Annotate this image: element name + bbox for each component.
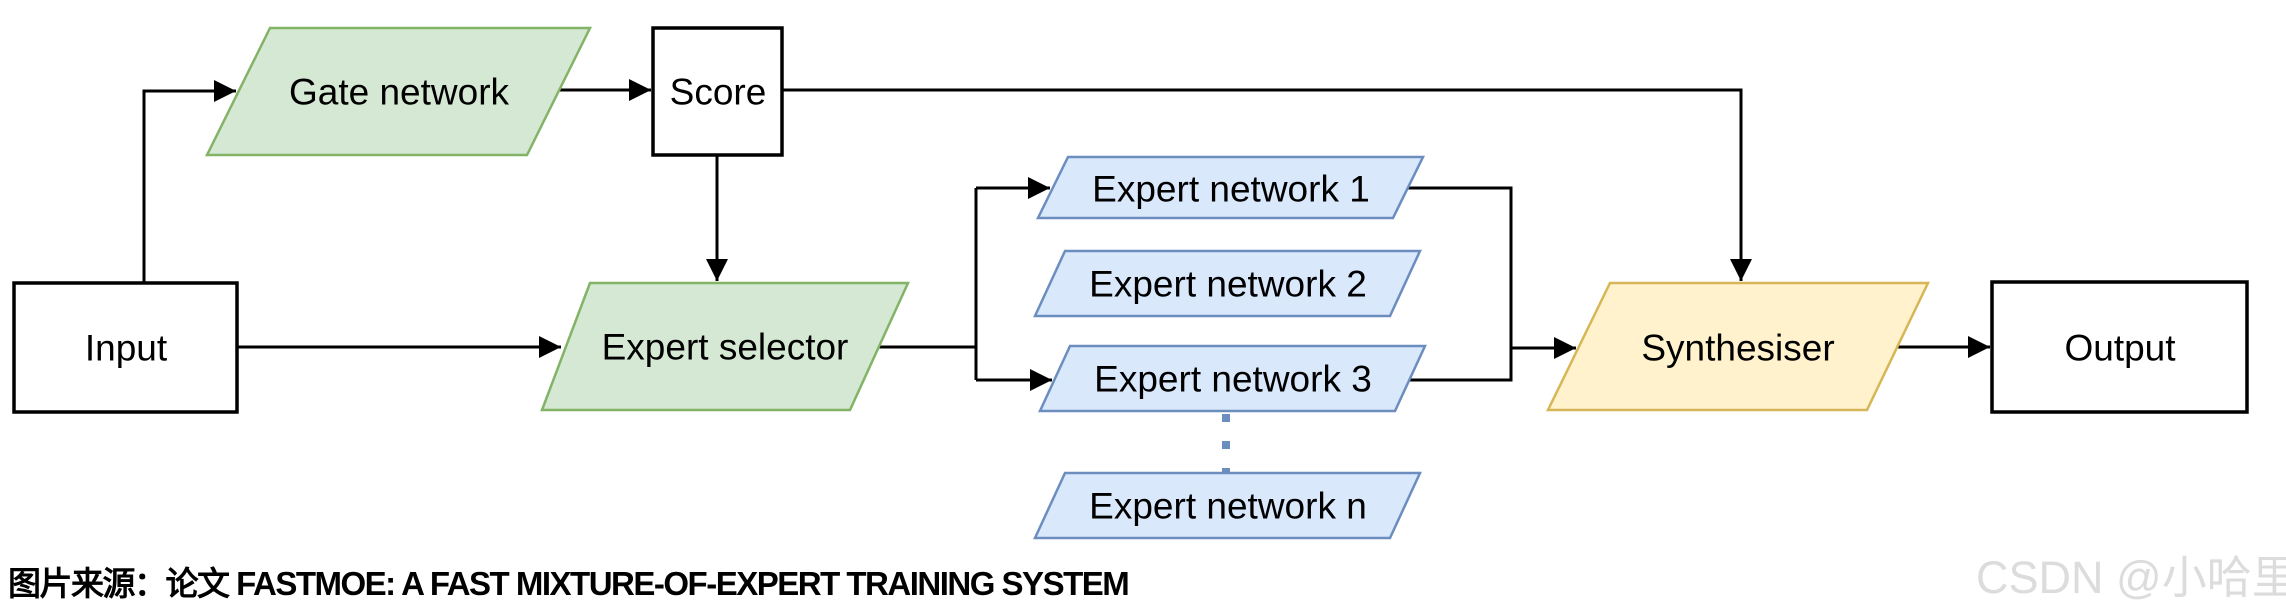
- input-label: Input: [84, 327, 168, 369]
- csdn-watermark: CSDN @小哈里: [1976, 552, 2286, 603]
- gate-network-shape: [204, 26, 593, 157]
- expert-network-3-shape: [1038, 344, 1427, 413]
- expert-network-2-label: Expert network 2: [1089, 263, 1367, 305]
- expert-selector-shape: [540, 281, 910, 412]
- edge-input-to-gate-network: [142, 80, 236, 283]
- expert-network-3-label: Expert network 3: [1094, 358, 1372, 400]
- output-label: Output: [2064, 327, 2176, 369]
- score-label: Score: [669, 71, 767, 113]
- expert-network-n-shape: [1033, 471, 1422, 540]
- output-shape: [1990, 280, 2249, 414]
- synthesiser-label: Synthesiser: [1641, 327, 1835, 369]
- expert-network-2-shape: [1033, 249, 1422, 318]
- expert-network-1-label: Expert network 1: [1092, 168, 1370, 210]
- score-shape: [651, 26, 784, 157]
- edge-experts-merge: [1408, 186, 1513, 382]
- image-source-caption: 图片来源：论文 FASTMOE: A FAST MIXTURE-OF-EXPER…: [8, 565, 1130, 602]
- synthesiser-shape: [1545, 281, 1930, 412]
- gate-network-label: Gate network: [288, 71, 510, 113]
- expert-network-n-label: Expert network n: [1089, 485, 1367, 527]
- edge-score-to-synthesiser: [782, 88, 1752, 281]
- input-shape: [12, 281, 239, 414]
- expert-selector-label: Expert selector: [601, 326, 849, 368]
- expert-network-1-shape: [1035, 155, 1426, 220]
- edge-expert-selector-branch: [879, 188, 978, 380]
